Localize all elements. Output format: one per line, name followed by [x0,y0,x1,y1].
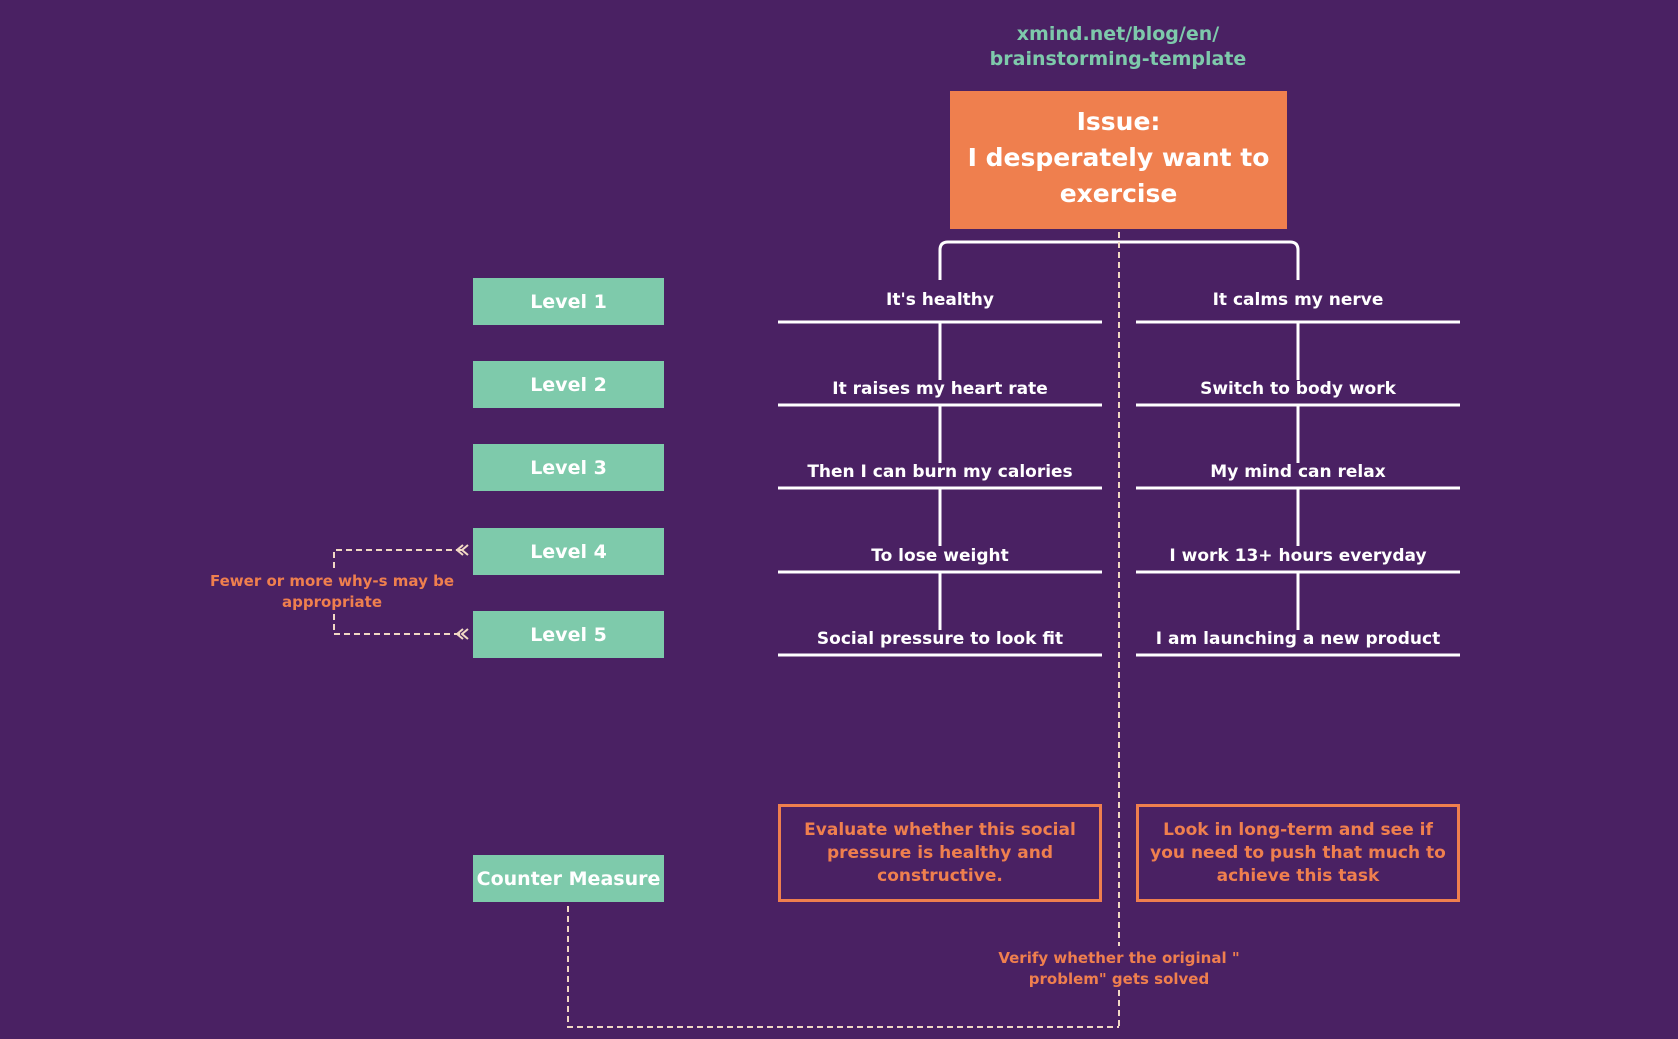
level-label: Level 3 [530,456,607,479]
levels-note-arrowheads [455,544,469,640]
why-right-5[interactable]: I am launching a new product [1155,629,1441,649]
level-1-box[interactable]: Level 1 [473,278,664,325]
source-link[interactable]: xmind.net/blog/en/ brainstorming-templat… [918,22,1318,72]
counter-measure-right[interactable]: Look in long-term and see if you need to… [1136,804,1460,902]
level-3-box[interactable]: Level 3 [473,444,664,491]
level-label: Level 2 [530,373,607,396]
counter-measure-box[interactable]: Counter Measure [473,855,664,902]
why-right-1[interactable]: It calms my nerve [1212,290,1384,310]
why-underlines [778,320,1460,657]
why-left-5[interactable]: Social pressure to look fit [816,629,1064,649]
why-right-4[interactable]: I work 13+ hours everyday [1169,546,1427,566]
why-right-3[interactable]: My mind can relax [1210,462,1386,482]
verify-note-line2: problem" gets solved [1028,970,1210,988]
issue-line1: Issue: [1076,107,1161,136]
why-right-2[interactable]: Switch to body work [1200,379,1396,399]
why-left-1[interactable]: It's healthy [886,290,994,310]
verify-note[interactable]: Verify whether the original " problem" g… [959,948,1279,990]
level-2-box[interactable]: Level 2 [473,361,664,408]
level-label: Level 4 [530,540,607,563]
source-link-line2: brainstorming-template [989,48,1247,70]
level-label: Level 5 [530,623,607,646]
levels-note-bracket [333,549,462,635]
counter-measure-left-text: Evaluate whether this social pressure is… [804,819,1076,886]
verify-loop-dashed [567,232,1120,1028]
verify-note-line1: Verify whether the original " [998,949,1240,967]
levels-note-line2: appropriate [281,593,383,611]
issue-topic[interactable]: Issue: I desperately want to exercise [950,91,1287,229]
levels-note-line1: Fewer or more why-s may be [209,572,454,590]
why-left-3[interactable]: Then I can burn my calories [807,462,1073,482]
why-left-2[interactable]: It raises my heart rate [832,379,1048,399]
level-4-box[interactable]: Level 4 [473,528,664,575]
counter-measure-left[interactable]: Evaluate whether this social pressure is… [778,804,1102,902]
counter-measure-right-text: Look in long-term and see if you need to… [1150,819,1446,886]
issue-line2: I desperately want to [967,143,1270,172]
level-label: Level 1 [530,290,607,313]
counter-measure-label: Counter Measure [476,867,661,890]
issue-line3: exercise [1059,179,1178,208]
levels-note[interactable]: Fewer or more why-s may be appropriate [204,571,460,613]
level-5-box[interactable]: Level 5 [473,611,664,658]
source-link-line1: xmind.net/blog/en/ [1016,23,1220,45]
why-left-4[interactable]: To lose weight [871,546,1009,566]
